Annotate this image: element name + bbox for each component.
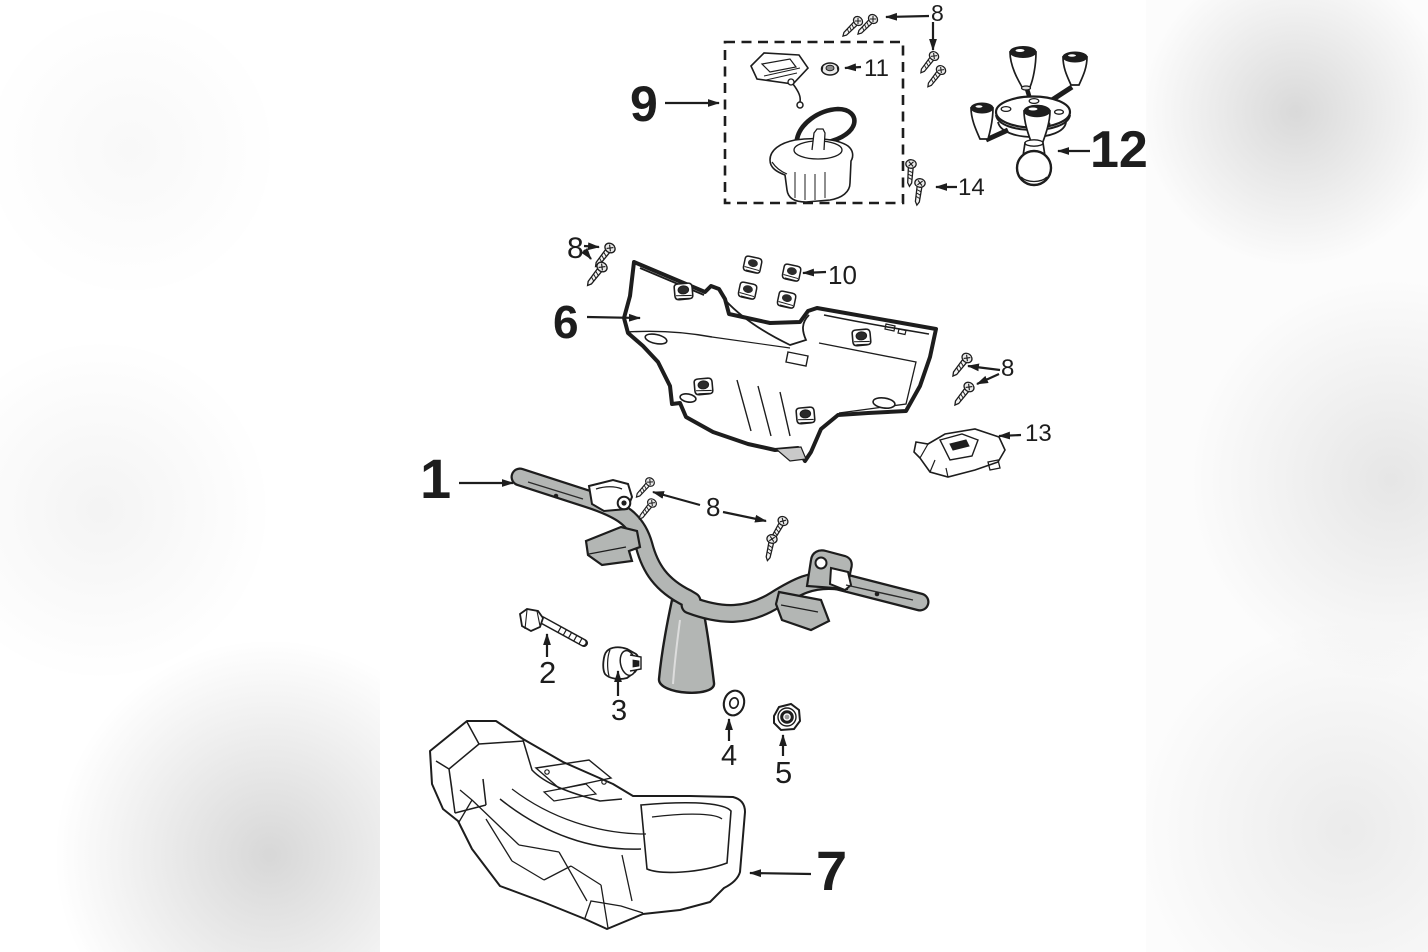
arrow-to-part-8-handlebar-a bbox=[652, 490, 701, 507]
callout-part-7: 7 bbox=[816, 839, 848, 902]
callout-part-11: 11 bbox=[864, 55, 889, 82]
callout-part-10: 10 bbox=[828, 260, 857, 290]
arrow-to-part-10 bbox=[802, 268, 827, 277]
part-1-handlebar bbox=[510, 467, 930, 694]
arrow-to-part-8-bracket-a bbox=[967, 363, 1001, 372]
part-12-steering-knob bbox=[970, 46, 1088, 187]
callout-part-5: 5 bbox=[775, 755, 793, 790]
part-3-bushing bbox=[602, 646, 642, 680]
arrow-to-part-6 bbox=[586, 313, 641, 322]
callout-part-8-top: 8 bbox=[931, 0, 944, 26]
callout-part-4: 4 bbox=[721, 740, 738, 772]
knob-top-right bbox=[1062, 51, 1088, 86]
callout-arrows bbox=[459, 12, 1090, 878]
part-9-switch-assembly-box bbox=[723, 40, 905, 205]
arrow-to-part-11 bbox=[844, 63, 862, 72]
part-7-front-cover bbox=[429, 720, 746, 930]
arrow-to-part-8-panel-b bbox=[581, 247, 592, 260]
callout-part-12: 12 bbox=[1090, 121, 1148, 179]
part-8-screws-bracket bbox=[948, 350, 977, 409]
part-8-screws-panel bbox=[582, 240, 618, 290]
steering-stem bbox=[657, 598, 716, 694]
callout-part-3: 3 bbox=[611, 695, 628, 727]
callout-part-6: 6 bbox=[553, 296, 579, 348]
arrow-to-part-13 bbox=[998, 431, 1022, 440]
ball-end bbox=[1015, 149, 1053, 187]
callout-part-1: 1 bbox=[420, 447, 452, 510]
right-lever-bracket bbox=[774, 590, 831, 632]
callout-part-13: 13 bbox=[1025, 420, 1052, 447]
left-lever-bracket bbox=[584, 525, 642, 567]
part-13-bracket bbox=[913, 428, 1006, 478]
arrow-to-part-8-handlebar-b bbox=[722, 510, 767, 523]
part-10-clips bbox=[736, 254, 803, 310]
part-5-lock-nut bbox=[773, 702, 802, 732]
callout-part-8-panel: 8 bbox=[567, 232, 584, 265]
arrow-to-part-8-top-a bbox=[885, 12, 930, 21]
callout-part-14: 14 bbox=[958, 174, 985, 201]
arrow-to-part-8-panel-a bbox=[583, 242, 600, 251]
part-2-hex-bolt bbox=[519, 608, 588, 647]
callout-part-8-bracket: 8 bbox=[1001, 355, 1015, 382]
knob-front bbox=[1023, 104, 1051, 148]
arrow-to-part-8-bracket-b bbox=[976, 372, 1000, 386]
callout-part-9: 9 bbox=[630, 76, 658, 132]
dashed-box bbox=[723, 40, 905, 205]
knob-top-left bbox=[1009, 46, 1037, 91]
cover-outline bbox=[429, 720, 746, 930]
part-11-flange-nut bbox=[820, 62, 840, 76]
part-6-rear-cover-panel bbox=[622, 260, 938, 463]
part-4-washer bbox=[722, 689, 746, 717]
knob-left bbox=[970, 102, 994, 140]
callout-part-2: 2 bbox=[539, 655, 557, 690]
part-14-screws bbox=[903, 158, 927, 207]
arrow-to-part-7 bbox=[749, 869, 812, 878]
callout-part-8-handlebar: 8 bbox=[706, 492, 721, 522]
